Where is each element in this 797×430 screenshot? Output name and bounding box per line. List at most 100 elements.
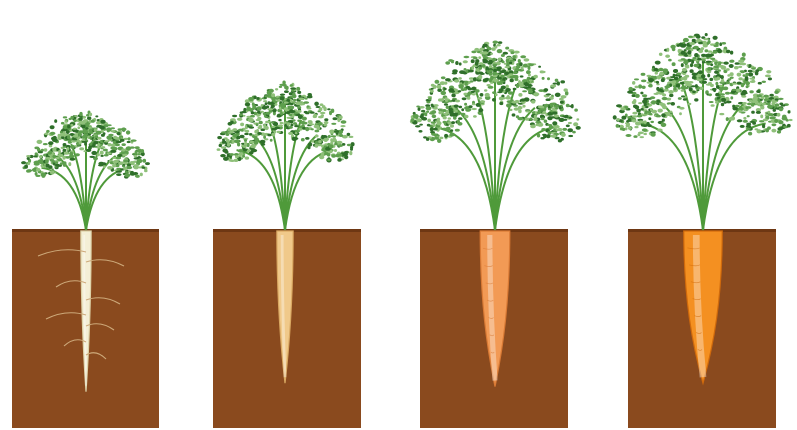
leaflet: [721, 79, 724, 83]
leaflet: [779, 107, 783, 111]
leaflet: [238, 129, 243, 132]
leaflet: [564, 88, 568, 91]
leaflet: [270, 139, 273, 142]
leaflet: [471, 59, 475, 63]
leaflet: [478, 56, 481, 59]
leaflet: [730, 51, 733, 55]
leaflet: [723, 87, 728, 91]
leaflet: [290, 103, 293, 105]
leaflet: [561, 95, 567, 98]
leaflet: [347, 144, 351, 146]
leaflet: [416, 106, 420, 108]
leaflet: [475, 89, 479, 92]
leaflet: [751, 103, 755, 107]
leaflet: [443, 113, 447, 115]
leaflet: [279, 86, 282, 88]
leaflet: [718, 99, 721, 103]
leaflet: [89, 132, 93, 134]
leaflet: [123, 160, 128, 163]
leaflet: [493, 41, 499, 44]
leaflet: [674, 77, 679, 80]
leaflet: [77, 123, 80, 125]
leaflet: [547, 77, 550, 80]
leaflet: [132, 153, 136, 155]
leaflet: [107, 166, 113, 170]
leaflet: [710, 58, 715, 60]
leaflet: [324, 118, 328, 121]
leaflet: [635, 94, 640, 98]
leaflet: [518, 93, 522, 97]
leaflet: [419, 115, 422, 118]
leaflet: [492, 98, 496, 102]
leaflet: [350, 146, 353, 149]
leaflet: [435, 80, 440, 84]
leaflet: [732, 83, 738, 85]
leaflet: [64, 152, 69, 155]
leaflet: [555, 79, 559, 82]
leaflet: [294, 137, 299, 140]
leaflet: [448, 100, 453, 102]
leaflet: [641, 73, 646, 76]
leaflet: [324, 124, 328, 127]
leaflet: [75, 134, 79, 137]
leaflet: [304, 111, 308, 113]
leaflet: [459, 62, 462, 65]
leaflet: [526, 70, 531, 74]
leaflet: [552, 122, 556, 125]
leaflet: [290, 124, 293, 127]
leaflet: [324, 153, 328, 156]
leaflet: [110, 147, 115, 150]
leaflet: [114, 137, 119, 140]
leaflet: [230, 130, 234, 134]
leaflet: [683, 98, 687, 101]
leaflet: [58, 150, 61, 154]
leaflet: [537, 111, 541, 114]
leaflet: [263, 100, 267, 102]
leaflet: [273, 122, 278, 126]
leaflet: [703, 78, 707, 80]
leaflet: [128, 137, 131, 140]
leaflet: [632, 112, 637, 115]
leaflet: [709, 78, 713, 81]
leaflet: [331, 135, 336, 137]
leaflet: [492, 64, 497, 66]
leaflet: [692, 39, 696, 42]
leaflet: [430, 131, 435, 133]
leaflet: [527, 84, 533, 87]
leaflet: [632, 119, 637, 122]
leaflet: [555, 107, 558, 109]
leaflet: [732, 89, 737, 91]
leaflet: [70, 158, 76, 161]
leaflet: [257, 117, 261, 120]
leaflet: [217, 148, 221, 151]
leaflet: [77, 126, 80, 129]
leaflet: [450, 90, 455, 92]
leaflet: [743, 120, 748, 123]
leaf-stem: [237, 150, 285, 230]
leaflet: [100, 120, 105, 124]
leaflet: [731, 116, 736, 120]
leaflet: [100, 155, 103, 157]
leaflet: [513, 105, 518, 107]
leaflet: [547, 124, 552, 126]
leaflet: [726, 81, 730, 84]
leaflet: [767, 105, 773, 109]
leaflet: [668, 90, 673, 94]
leaflet: [413, 114, 419, 118]
leaflet: [499, 102, 503, 105]
leaflet: [712, 88, 717, 91]
leaflet: [644, 103, 647, 106]
leaflet: [621, 116, 626, 120]
leaflet: [70, 152, 74, 156]
leaflet: [461, 88, 465, 91]
leaflet: [715, 93, 719, 97]
leaflet: [244, 139, 247, 142]
leaflet: [745, 77, 749, 81]
leaflet: [755, 69, 759, 72]
leaflet: [518, 59, 521, 63]
leaflet: [683, 59, 688, 61]
leaflet: [621, 107, 626, 110]
leaflet: [752, 97, 758, 101]
leaflet: [280, 112, 283, 116]
